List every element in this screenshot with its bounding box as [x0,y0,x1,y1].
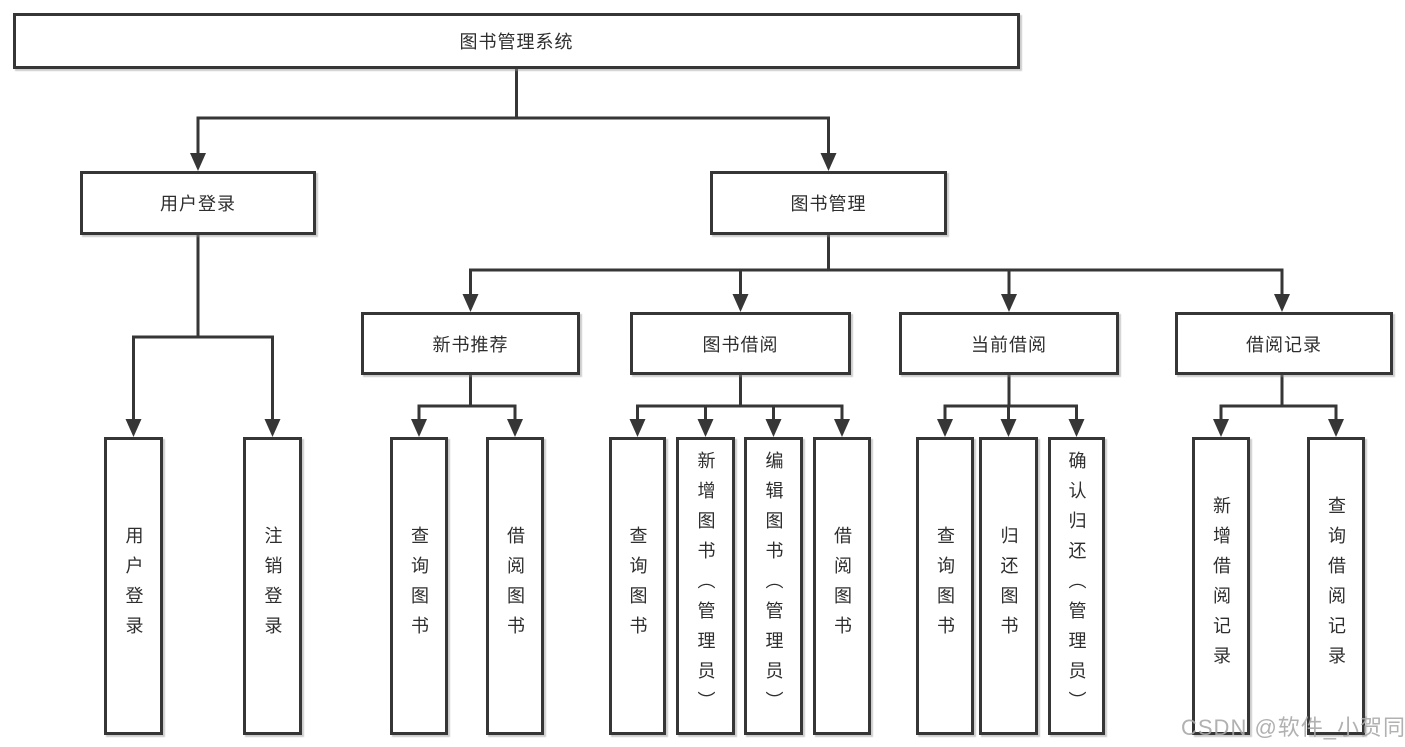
leaf-borrow-books: 借阅图书 [813,437,871,735]
node-library-management-system: 图书管理系统 [13,13,1020,69]
arrow-down [462,294,479,312]
node-user-login: 用户登录 [80,171,316,235]
arrow-down [765,419,782,437]
leaf-borrow-books-recommend: 借阅图书 [486,437,544,735]
arrow-down [190,153,206,171]
arrow-down [629,419,646,437]
connector-current-borrowing-to-leaves [937,375,1085,437]
arrow-down [507,419,523,437]
node-borrowing-records: 借阅记录 [1175,312,1393,375]
arrow-down [834,419,850,437]
arrow-down [1328,419,1344,437]
arrow-down [937,419,953,437]
connector-line [417,375,517,420]
arrow-down [820,153,837,171]
connector-borrowing-records-to-leaves [1213,375,1344,437]
connector-user-login-to-leaves [125,235,281,437]
connector-line [196,69,830,154]
connector-root-to-level2 [190,69,837,171]
leaf-query-books-borrowing: 查询图书 [609,437,666,735]
arrow-down [697,419,714,437]
node-book-borrowing: 图书借阅 [630,312,851,375]
connector-line [636,375,844,420]
arrow-down [1068,419,1085,437]
connector-book-borrowing-to-leaves [629,375,850,437]
connector-line [943,375,1078,420]
connector-line [469,235,1284,295]
leaf-query-borrow-record: 查询借阅记录 [1307,437,1365,735]
node-book-management: 图书管理 [710,171,947,235]
leaf-query-books-current: 查询图书 [916,437,974,735]
connector-line [1219,375,1338,420]
leaf-logout: 注销登录 [243,437,302,735]
arrow-down [125,419,142,437]
connector-line [132,235,274,420]
arrow-down [264,419,281,437]
arrow-down [732,294,749,312]
arrow-down [1213,419,1229,437]
node-current-borrowing: 当前借阅 [899,312,1119,375]
arrow-down [1000,419,1017,437]
leaf-return-books: 归还图书 [979,437,1038,735]
node-new-book-recommendation: 新书推荐 [361,312,580,375]
leaf-add-borrow-record: 新增借阅记录 [1192,437,1250,735]
arrow-down [1001,294,1017,312]
connector-book-management-to-level3 [462,235,1290,312]
connector-new-book-recommendation-to-leaves [411,375,523,437]
leaf-confirm-return-admin: 确认归还（管理员） [1048,437,1105,735]
leaf-user-login: 用户登录 [104,437,163,735]
arrow-down [411,419,427,437]
leaf-edit-books-admin: 编辑图书（管理员） [744,437,803,735]
arrow-down [1274,294,1290,312]
leaf-query-books-recommend: 查询图书 [390,437,448,735]
watermark: CSDN @软件_小贺同学 [1181,715,1405,740]
leaf-add-books-admin: 新增图书（管理员） [676,437,735,735]
